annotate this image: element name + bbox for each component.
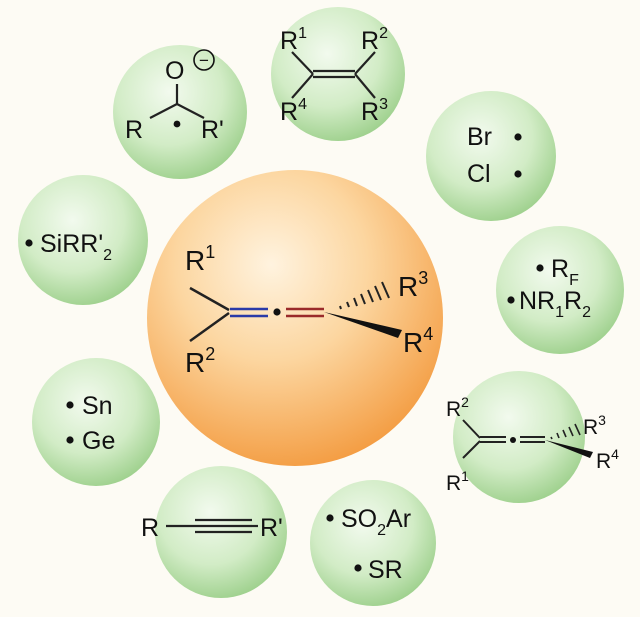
rf-label: RF — [551, 255, 579, 289]
halogen-bubble: Br Cl — [426, 91, 556, 221]
radical-dot — [66, 436, 74, 444]
fluoroalkyl-amino-bubble: RF NR1R2 — [496, 226, 624, 354]
negative-charge-icon — [193, 49, 215, 71]
center-r4-label: R4 — [403, 324, 433, 358]
center-r1-label: R1 — [185, 242, 215, 276]
radical-dot — [507, 296, 515, 304]
hashed-wedge-bond — [339, 281, 390, 310]
metal-radicals-bubble: Sn Ge — [32, 358, 160, 486]
radical-dot — [536, 264, 544, 272]
radical-dot — [514, 133, 522, 141]
alkene-r2-label: R2 — [361, 25, 388, 55]
ketyl-radical-bubble: O − R R' — [113, 45, 247, 179]
sulfur-radicals-bubble: SO2Ar SR — [310, 480, 436, 606]
ketyl-r-prime-label: R' — [201, 116, 224, 144]
allenyl-r2-label: R2 — [446, 394, 469, 421]
center-r3-label: R3 — [398, 268, 428, 302]
alkene-bubble: R1 R2 R4 R3 — [271, 7, 405, 141]
allenyl-radical-structure — [189, 281, 402, 343]
alkene-r1-label: R1 — [280, 25, 307, 55]
solid-wedge-bond — [324, 312, 402, 338]
radical-dot — [514, 170, 522, 178]
thiyl-label: SR — [368, 556, 403, 584]
ketyl-r-label: R — [125, 116, 143, 144]
sulfonyl-label: SO2Ar — [341, 505, 411, 539]
center-sphere: R1 R2 R3 R4 — [147, 170, 443, 466]
ketyl-oxygen-label: O — [165, 57, 184, 85]
radical-dot — [66, 401, 74, 409]
alkene-r3-label: R3 — [361, 96, 388, 126]
radical-dot — [326, 514, 334, 522]
alkyne-r-prime-label: R' — [260, 514, 283, 542]
radical-dot — [354, 564, 362, 572]
allenyl-r3-label: R3 — [583, 412, 606, 439]
center-r2-label: R2 — [185, 344, 215, 378]
chlorine-label: Cl — [467, 160, 491, 188]
alkyne-bubble: R R' — [141, 466, 287, 598]
bromine-label: Br — [467, 123, 492, 151]
silyl-bubble: SiRR'2 — [18, 175, 148, 305]
tin-label: Sn — [82, 392, 113, 420]
allenyl-r4-label: R4 — [596, 446, 619, 473]
alkyne-r-label: R — [141, 514, 159, 542]
amino-label: NR1R2 — [519, 287, 591, 321]
radical-dot — [25, 239, 33, 247]
allenyl-radical-bubble: R2 R1 R3 R4 — [446, 371, 619, 503]
alkene-r4-label: R4 — [280, 96, 307, 126]
germanium-label: Ge — [82, 427, 115, 455]
ketyl-charge-sign: − — [199, 51, 209, 70]
silyl-label: SiRR'2 — [40, 230, 112, 264]
allenyl-r1-label: R1 — [446, 468, 469, 495]
